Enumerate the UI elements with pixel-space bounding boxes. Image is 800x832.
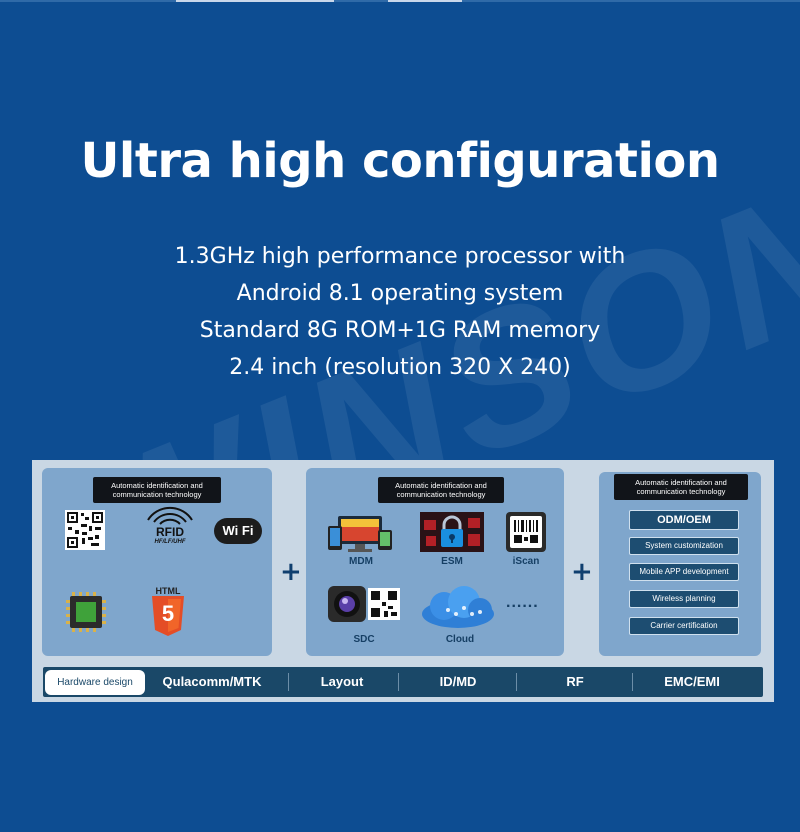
iscan-icon	[506, 512, 546, 552]
bar-item-layout: Layout	[320, 674, 364, 689]
esm-icon	[420, 512, 484, 552]
top-strip	[0, 0, 800, 2]
bar-separator	[516, 673, 517, 691]
mdm-label: MDM	[349, 556, 373, 567]
chip-icon	[66, 592, 106, 632]
spec-line: 1.3GHz high performance processor with	[174, 244, 626, 269]
spec-line: Android 8.1 operating system	[236, 281, 564, 306]
sdc-label: SDC	[353, 634, 375, 645]
rfid-sublabel: HF/LF/UHF	[154, 539, 186, 545]
panel-label: Automatic identification and communicati…	[614, 474, 748, 500]
panel-label-line: communication technology	[112, 490, 202, 499]
capability-bar: Hardware design Qulacomm/MTK Layout ID/M…	[43, 667, 763, 697]
hardware-panel: Automatic identification and communicati…	[42, 468, 272, 656]
panel-label-line: Automatic identification and	[395, 481, 487, 490]
bar-separator	[398, 673, 399, 691]
bar-item-rf: RF	[566, 674, 584, 689]
panel-label: Automatic identification and communicati…	[378, 477, 504, 503]
service-system-customization: System customization	[629, 537, 739, 555]
service-mobile-app-development: Mobile APP development	[629, 563, 739, 581]
rfid-label: RFID	[156, 525, 184, 539]
spec-line: Standard 8G ROM+1G RAM memory	[199, 318, 601, 343]
service-wireless-planning: Wireless planning	[629, 590, 739, 608]
html5-icon: HTML 5	[150, 586, 186, 636]
solution-board: Automatic identification and communicati…	[32, 460, 774, 702]
bar-item-id-md: ID/MD	[439, 674, 477, 689]
plus-sign: +	[280, 557, 302, 587]
rfid-icon: RFID HF/LF/UHF	[140, 506, 200, 552]
service-odm-oem: ODM/OEM	[629, 510, 739, 530]
panel-label-line: communication technology	[636, 487, 726, 496]
spec-line: 2.4 inch (resolution 320 X 240)	[229, 355, 571, 380]
hardware-design-tab: Hardware design	[45, 670, 145, 695]
more-ellipsis: ......	[506, 594, 539, 611]
wifi-label: Wi Fi	[222, 523, 254, 538]
service-carrier-certification: Carrier certification	[629, 617, 739, 635]
spec-list: 1.3GHz high performance processor with A…	[0, 238, 800, 386]
panel-label-line: Automatic identification and	[635, 478, 727, 487]
plus-sign: +	[571, 557, 593, 587]
cloud-label: Cloud	[445, 634, 475, 645]
bar-separator	[288, 673, 289, 691]
bar-item-qualcomm-mtk: Qulacomm/MTK	[162, 674, 262, 689]
cloud-icon	[418, 586, 498, 630]
wifi-icon: Wi Fi	[214, 518, 262, 544]
iscan-label: iScan	[512, 556, 540, 567]
sdc-icon	[328, 584, 402, 624]
html-label: HTML	[155, 586, 181, 596]
esm-label: ESM	[441, 556, 463, 567]
bar-separator	[632, 673, 633, 691]
panel-label-line: communication technology	[396, 490, 486, 499]
html5-number: 5	[161, 601, 175, 626]
panel-label: Automatic identification and communicati…	[93, 477, 221, 503]
mdm-icon	[328, 514, 394, 554]
software-panel: Automatic identification and communicati…	[306, 468, 564, 656]
qr-code-icon	[65, 510, 105, 550]
page-title: Ultra high configuration	[80, 133, 720, 189]
bar-item-emc-emi: EMC/EMI	[664, 674, 720, 689]
services-panel: Automatic identification and communicati…	[599, 472, 761, 656]
panel-label-line: Automatic identification and	[111, 481, 203, 490]
